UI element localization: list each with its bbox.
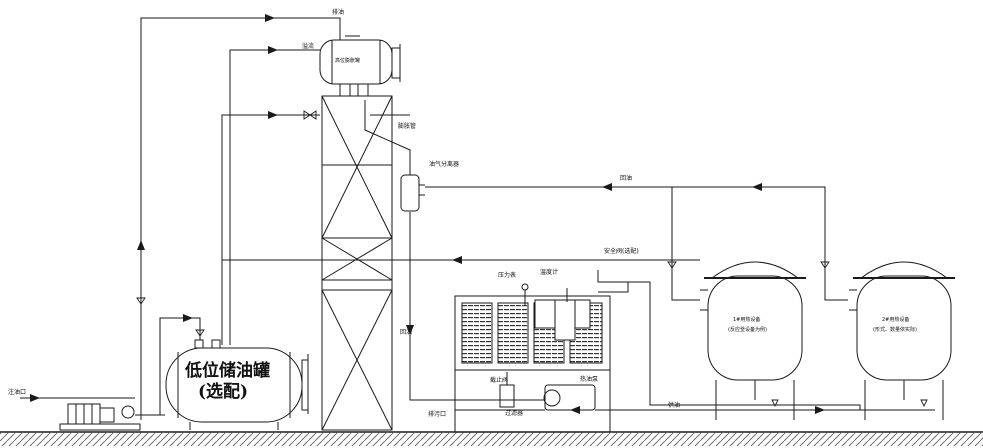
label-low-tank-line2: (选配) [198, 382, 249, 402]
heater-cabinet [454, 283, 611, 433]
label-high-tank: 高位膨胀罐 [335, 58, 361, 64]
label-return-oil-top: 回油 [620, 175, 633, 182]
label-thermometer: 温度计 [540, 269, 559, 276]
low-storage-tank [165, 339, 309, 430]
oil-gas-separator [400, 174, 425, 212]
high-expansion-tank [319, 35, 401, 96]
label-equip1-line2: (反应釜设备为例) [728, 327, 767, 333]
ground [0, 431, 983, 446]
label-return-oil-left: 回油 [400, 329, 413, 336]
label-low-tank-line1: 低位储油罐 [185, 361, 270, 381]
valves [136, 110, 928, 408]
label-hot-oil-pump: 热油泵 [580, 376, 599, 383]
label-safety-valve: 安全阀(选配) [604, 248, 639, 255]
heating-equipment-2 [849, 261, 955, 420]
label-pressure-gauge: 压力表 [498, 272, 517, 279]
heating-equipment-1 [700, 261, 806, 420]
label-filter: 过滤器 [505, 410, 524, 417]
label-exhaust-top: 排油 [332, 9, 345, 16]
label-expansion-pipe: 膨胀管 [398, 123, 417, 130]
label-equip2-line2: (形式、数量依实际) [873, 327, 917, 333]
label-supply-oil: 供油 [668, 402, 681, 409]
label-stop-valve: 截止阀 [490, 377, 509, 384]
label-overflow: 溢流 [302, 43, 315, 50]
label-equip1-line1: 1#用热设备 [733, 317, 761, 323]
flow-arrows [30, 14, 825, 414]
tower-frame [321, 95, 393, 431]
label-oil-gas-separator: 油气分离器 [429, 161, 460, 168]
label-drain-port: 排污口 [428, 411, 447, 418]
label-oil-inlet: 注油口 [8, 389, 27, 396]
label-equip2-line1: 2#用热设备 [882, 317, 910, 323]
inlet-pump-motor [59, 403, 141, 431]
